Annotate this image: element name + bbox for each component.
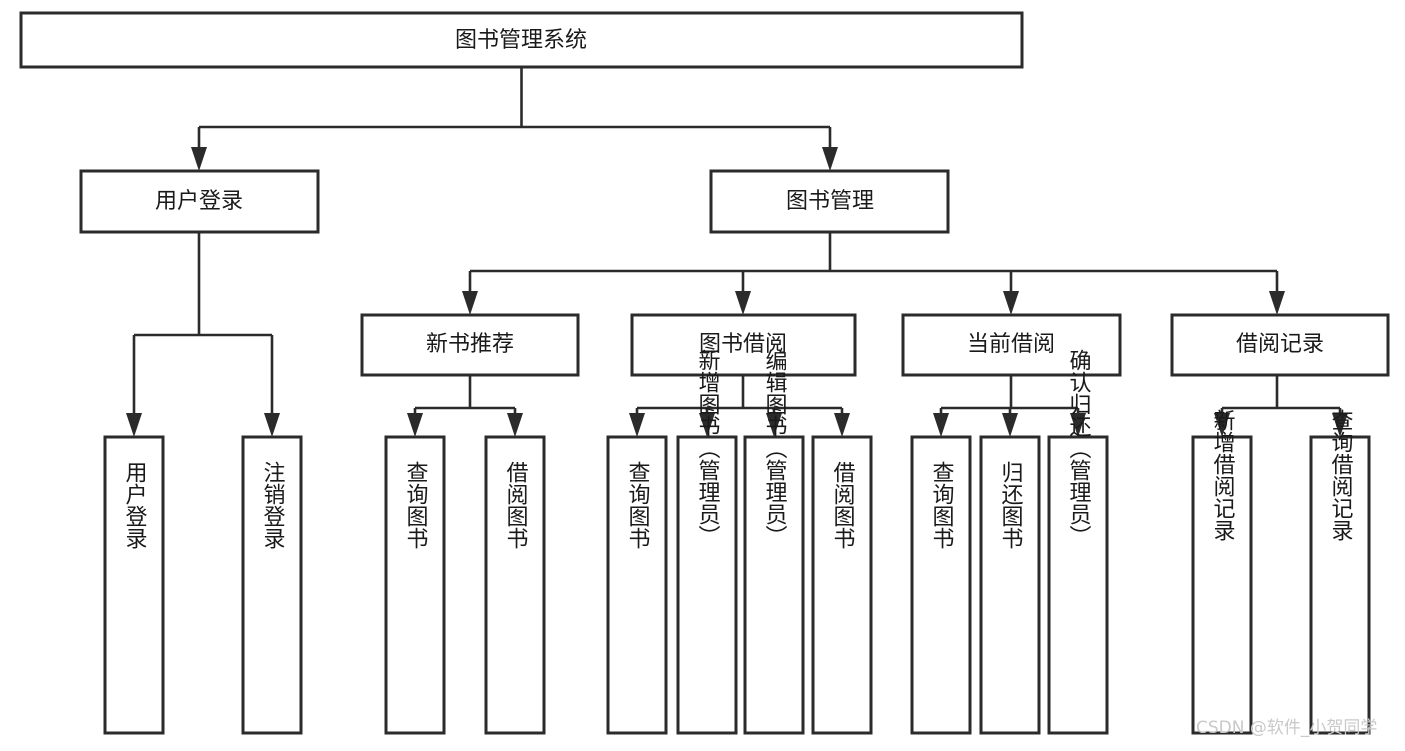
leaf-book-borrow-2[interactable]: 新增图书（管理员）	[676, 349, 738, 735]
arrowhead-level3-1	[462, 291, 478, 315]
arrowhead-book-mgmt	[822, 147, 838, 171]
leaf-new-book-2-box[interactable]	[484, 435, 546, 735]
node-book-management-box[interactable]	[709, 169, 950, 234]
leaf-current-borrow-1-box[interactable]	[910, 435, 972, 735]
leaf-current-borrow-1-label: 查询图书	[929, 461, 955, 549]
arrowhead-borrow-leaf-1	[629, 413, 645, 437]
node-new-book-recommend[interactable]: 新书推荐	[360, 313, 580, 377]
leaf-current-borrow-2[interactable]: 归还图书	[979, 435, 1041, 735]
node-borrow-record-label: 借阅记录	[1236, 332, 1324, 357]
leaf-user-login-2[interactable]: 注销登录	[241, 435, 303, 735]
node-book-borrow[interactable]: 图书借阅	[630, 313, 857, 377]
arrowhead-user-login	[191, 147, 207, 171]
leaf-current-borrow-2-box[interactable]	[979, 435, 1041, 735]
arrowhead-record-leaf-1	[1214, 413, 1230, 437]
leaf-new-book-1-label: 查询图书	[403, 461, 429, 549]
leaf-current-borrow-1[interactable]: 查询图书	[910, 435, 972, 735]
node-root-label: 图书管理系统	[455, 28, 587, 53]
node-root-box[interactable]	[19, 11, 1024, 69]
csdn-watermark: CSDN @软件_小贺同学	[1196, 718, 1377, 738]
arrowhead-borrow-leaf-3	[766, 413, 782, 437]
arrowhead-newbook-leaf-1	[407, 413, 423, 437]
node-borrow-record[interactable]: 借阅记录	[1170, 313, 1390, 377]
arrowhead-current-leaf-1	[933, 413, 949, 437]
leaf-book-borrow-3-box[interactable]	[743, 435, 805, 735]
leaf-book-borrow-2-box[interactable]	[676, 435, 738, 735]
node-user-login-box[interactable]	[79, 169, 320, 234]
node-user-login[interactable]: 用户登录	[79, 169, 320, 234]
arrowhead-newbook-leaf-2	[507, 413, 523, 437]
node-root[interactable]: 图书管理系统	[19, 11, 1024, 69]
node-book-management-label: 图书管理	[786, 189, 874, 214]
arrowhead-user-login-leaf-2	[264, 413, 280, 437]
leaf-book-borrow-2-label: 新增图书（管理员）	[695, 349, 721, 547]
leaf-current-borrow-3-label: 确认归还（管理员）	[1066, 349, 1092, 547]
arrowhead-level3-4	[1269, 291, 1285, 315]
leaf-current-borrow-2-label: 归还图书	[998, 461, 1024, 549]
arrowhead-record-leaf-2	[1332, 413, 1348, 437]
leaf-current-borrow-3-box[interactable]	[1047, 435, 1109, 735]
node-book-borrow-label: 图书借阅	[699, 332, 787, 357]
leaf-borrow-record-1-box[interactable]	[1191, 435, 1253, 735]
leaf-book-borrow-3-label: 编辑图书（管理员）	[762, 349, 788, 547]
leaf-book-borrow-4[interactable]: 借阅图书	[811, 435, 873, 735]
leaf-new-book-1-box[interactable]	[384, 435, 446, 735]
leaf-borrow-record-1[interactable]: 新增借阅记录	[1191, 409, 1253, 735]
leaf-new-book-2-label: 借阅图书	[503, 461, 529, 549]
leaf-current-borrow-3[interactable]: 确认归还（管理员）	[1047, 349, 1109, 735]
leaf-book-borrow-3[interactable]: 编辑图书（管理员）	[743, 349, 805, 735]
node-current-borrow[interactable]: 当前借阅	[901, 313, 1122, 377]
leaf-user-login-1-label: 用户登录	[122, 461, 148, 549]
node-user-login-label: 用户登录	[155, 189, 243, 214]
leaf-book-borrow-1-label: 查询图书	[625, 461, 651, 549]
leaf-new-book-1[interactable]: 查询图书	[384, 435, 446, 735]
leaf-book-borrow-1[interactable]: 查询图书	[606, 435, 668, 735]
arrowhead-level3-3	[1003, 291, 1019, 315]
arrowhead-borrow-leaf-4	[834, 413, 850, 437]
node-current-borrow-box[interactable]	[901, 313, 1122, 377]
arrowhead-current-leaf-3	[1070, 413, 1086, 437]
node-new-book-recommend-label: 新书推荐	[426, 332, 514, 357]
node-current-borrow-label: 当前借阅	[967, 332, 1055, 357]
leaf-borrow-record-2-box[interactable]	[1309, 435, 1371, 735]
edge-layer	[126, 67, 1348, 437]
arrowhead-level3-2	[735, 291, 751, 315]
node-book-borrow-box[interactable]	[630, 313, 857, 377]
leaf-new-book-2[interactable]: 借阅图书	[484, 435, 546, 735]
leaf-book-borrow-1-box[interactable]	[606, 435, 668, 735]
leaf-user-login-2-box[interactable]	[241, 435, 303, 735]
leaf-book-borrow-4-box[interactable]	[811, 435, 873, 735]
node-borrow-record-box[interactable]	[1170, 313, 1390, 377]
leaf-book-borrow-4-label: 借阅图书	[830, 461, 856, 549]
node-new-book-recommend-box[interactable]	[360, 313, 580, 377]
arrowhead-user-login-leaf-1	[126, 413, 142, 437]
leaf-borrow-record-2[interactable]: 查询借阅记录	[1309, 409, 1371, 735]
leaf-borrow-record-1-label: 新增借阅记录	[1210, 409, 1236, 541]
leaf-user-login-2-label: 注销登录	[260, 461, 286, 549]
leaf-borrow-record-2-label: 查询借阅记录	[1328, 409, 1354, 541]
leaf-user-login-1[interactable]: 用户登录	[103, 435, 165, 735]
node-book-management[interactable]: 图书管理	[709, 169, 950, 234]
arrowhead-borrow-leaf-2	[699, 413, 715, 437]
arrowhead-current-leaf-2	[1002, 413, 1018, 437]
leaf-user-login-1-box[interactable]	[103, 435, 165, 735]
